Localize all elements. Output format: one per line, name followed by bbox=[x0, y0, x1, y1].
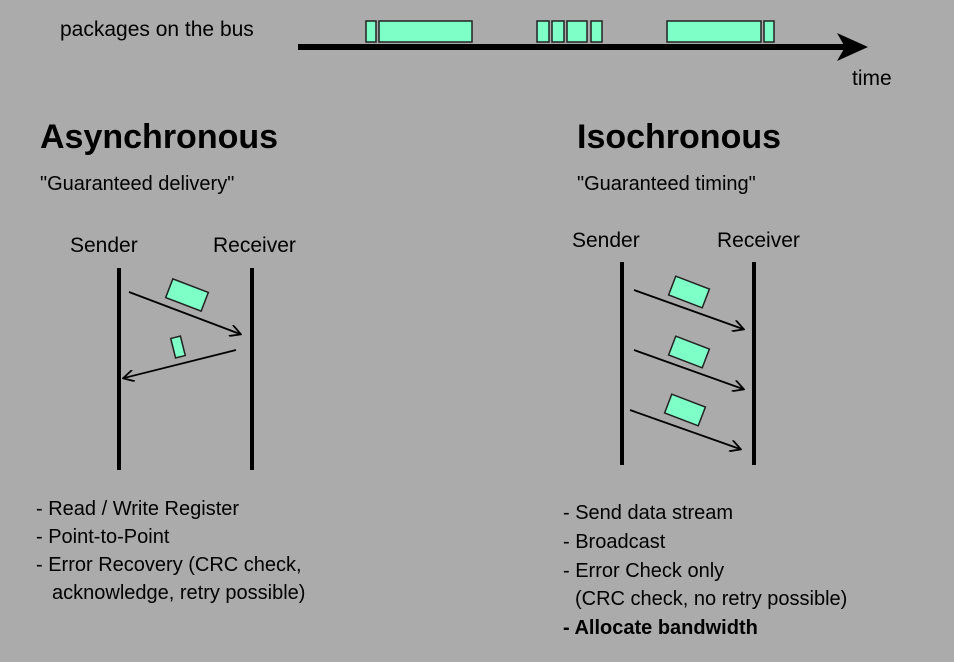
async-ack-packet bbox=[169, 335, 187, 359]
iso-feature-item: - Send data stream bbox=[563, 502, 733, 524]
iso-title: Isochronous bbox=[577, 118, 781, 156]
iso-subtitle: "Guaranteed timing" bbox=[577, 173, 756, 195]
iso-feature-item: - Broadcast bbox=[563, 531, 666, 553]
iso-stream-arrow bbox=[629, 409, 740, 449]
bus-packet bbox=[666, 20, 762, 43]
bus-packet bbox=[378, 20, 473, 43]
iso-sender-label: Sender bbox=[572, 229, 640, 252]
bus-packet bbox=[590, 20, 603, 43]
async-feature-item: - Point-to-Point bbox=[36, 526, 170, 548]
async-data-arrow bbox=[128, 291, 240, 334]
iso-feature-item: (CRC check, no retry possible) bbox=[575, 588, 847, 610]
bus-packet bbox=[566, 20, 588, 43]
async-sender-label: Sender bbox=[70, 234, 138, 257]
iso-features-list: - Send data stream - Broadcast - Error C… bbox=[563, 502, 853, 639]
async-title: Asynchronous bbox=[40, 118, 278, 156]
bus-packet bbox=[551, 20, 565, 43]
iso-stream-arrow bbox=[633, 289, 743, 329]
time-arrowhead bbox=[837, 33, 868, 61]
iso-feature-item: - Allocate bandwidth bbox=[563, 617, 758, 639]
bus-label: packages on the bus bbox=[60, 18, 254, 41]
iso-feature-item: - Error Check only bbox=[563, 560, 724, 582]
iso-stream-packet bbox=[667, 335, 711, 369]
bus-packet bbox=[536, 20, 550, 43]
iso-stream-arrow bbox=[633, 349, 743, 389]
iso-stream-packet bbox=[667, 275, 711, 309]
iso-stream-packet bbox=[663, 393, 707, 427]
bus-packet bbox=[365, 20, 377, 43]
time-label: time bbox=[852, 67, 892, 90]
bus-packet bbox=[763, 20, 775, 43]
async-feature-item: - Error Recovery (CRC check, bbox=[36, 554, 302, 576]
async-feature-item: acknowledge, retry possible) bbox=[52, 582, 305, 604]
async-receiver-label: Receiver bbox=[213, 234, 296, 257]
bus-packets bbox=[365, 20, 775, 43]
iso-receiver-label: Receiver bbox=[717, 229, 800, 252]
async-data-packet bbox=[164, 277, 210, 313]
async-features-list: - Read / Write Register - Point-to-Point… bbox=[36, 498, 307, 604]
async-subtitle: "Guaranteed delivery" bbox=[40, 173, 234, 195]
async-feature-item: - Read / Write Register bbox=[36, 498, 239, 520]
async-ack-arrow bbox=[124, 349, 237, 378]
